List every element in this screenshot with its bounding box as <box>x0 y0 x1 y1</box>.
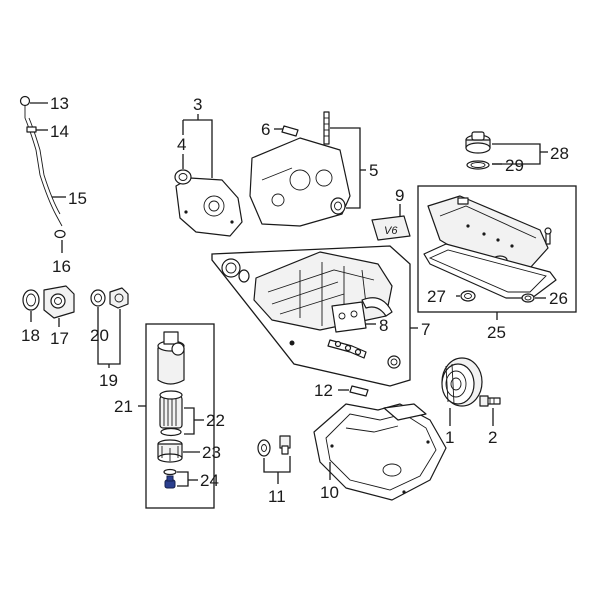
egr-pipe[interactable] <box>361 297 393 317</box>
callout-8[interactable]: 8 <box>379 316 388 335</box>
throttle-body[interactable] <box>221 258 250 283</box>
valve-cover-gasket[interactable] <box>423 243 557 299</box>
leader-24 <box>177 471 189 487</box>
callout-22[interactable]: 22 <box>206 411 225 430</box>
callout-24[interactable]: 24 <box>200 471 219 490</box>
dipstick-assembly[interactable] <box>19 95 66 239</box>
leader-22 <box>184 407 195 435</box>
dipstick-handle[interactable] <box>19 95 31 107</box>
oil-filter-housing[interactable] <box>157 331 185 385</box>
callout-6[interactable]: 6 <box>261 120 270 139</box>
oil-filter-adapter[interactable] <box>43 285 75 319</box>
timing-cover-lower[interactable] <box>175 177 243 237</box>
callout-3[interactable]: 3 <box>193 95 202 114</box>
callout-12[interactable]: 12 <box>314 381 333 400</box>
leader-3 <box>183 119 213 178</box>
drain-plug-seal[interactable] <box>163 468 177 476</box>
callout-1[interactable]: 1 <box>445 428 454 447</box>
callout-20[interactable]: 20 <box>90 326 109 345</box>
callout-10[interactable]: 10 <box>320 483 339 502</box>
intake-manifold-group-frame <box>211 245 411 387</box>
callout-14[interactable]: 14 <box>50 122 69 141</box>
dipstick-tube-outer <box>28 117 61 215</box>
valve-cover-bolt[interactable] <box>544 227 552 245</box>
sender-seal[interactable] <box>90 289 106 307</box>
callout-15[interactable]: 15 <box>68 189 87 208</box>
timing-cover-upper[interactable] <box>249 137 351 227</box>
callout-28[interactable]: 28 <box>550 144 569 163</box>
pulley-bolt[interactable] <box>479 395 501 407</box>
callout-19[interactable]: 19 <box>99 371 118 390</box>
callout-13[interactable]: 13 <box>50 94 69 113</box>
grommet[interactable] <box>521 293 535 303</box>
drain-washer[interactable] <box>257 439 271 457</box>
oil-filler-cap[interactable] <box>465 131 491 154</box>
camshaft-seal[interactable] <box>330 197 346 215</box>
filler-cap-seal[interactable] <box>466 160 490 170</box>
filter-cap[interactable] <box>157 439 183 463</box>
oil-pan-drain-plug[interactable] <box>279 435 291 455</box>
callout-21[interactable]: 21 <box>114 397 133 416</box>
callout-2[interactable]: 2 <box>488 428 497 447</box>
manifold-gasket[interactable] <box>331 301 367 333</box>
oil-pressure-sender[interactable] <box>109 287 129 309</box>
dipstick-seal[interactable] <box>26 126 37 133</box>
crankshaft-pulley[interactable] <box>441 357 483 407</box>
callout-25[interactable]: 25 <box>487 323 506 342</box>
callout-16[interactable]: 16 <box>52 257 71 276</box>
dipstick-tube[interactable] <box>24 105 63 227</box>
callout-29[interactable]: 29 <box>505 156 524 175</box>
guide-pin[interactable] <box>281 125 299 137</box>
leader-11 <box>263 456 291 473</box>
callout-7[interactable]: 7 <box>421 320 430 339</box>
badge-label: V6 <box>384 225 398 237</box>
dipstick-o-ring[interactable] <box>54 229 66 239</box>
callout-17[interactable]: 17 <box>50 329 69 348</box>
drain-plug[interactable] <box>164 475 176 489</box>
injector-rail[interactable] <box>327 339 367 359</box>
leader-28-29 <box>492 143 541 165</box>
leader-5 <box>330 127 361 209</box>
manifold-bolt[interactable] <box>289 340 295 346</box>
callout-5[interactable]: 5 <box>369 161 378 180</box>
adapter-gasket[interactable] <box>22 289 40 311</box>
callout-18[interactable]: 18 <box>21 326 40 345</box>
engine-cover-badge[interactable]: V6 <box>371 215 411 241</box>
oil-filter-group-frame <box>145 323 215 509</box>
oil-pan[interactable] <box>313 403 447 501</box>
callout-27[interactable]: 27 <box>427 287 446 306</box>
callout-11[interactable]: 11 <box>268 487 286 506</box>
filter-o-ring[interactable] <box>160 427 182 437</box>
dowel-pin[interactable] <box>349 385 369 397</box>
front-crank-seal[interactable] <box>174 169 192 185</box>
callout-4[interactable]: 4 <box>177 135 186 154</box>
spark-plug-seal[interactable] <box>460 290 476 302</box>
callout-23[interactable]: 23 <box>202 443 221 462</box>
oil-filter-element[interactable] <box>159 390 183 429</box>
timing-cover-stud[interactable] <box>323 111 330 145</box>
oil-pan-gasket-strip[interactable] <box>383 403 427 421</box>
callout-9[interactable]: 9 <box>395 186 404 205</box>
callout-26[interactable]: 26 <box>549 289 568 308</box>
intake-sensor[interactable] <box>387 355 401 369</box>
intake-manifold[interactable] <box>253 251 393 331</box>
